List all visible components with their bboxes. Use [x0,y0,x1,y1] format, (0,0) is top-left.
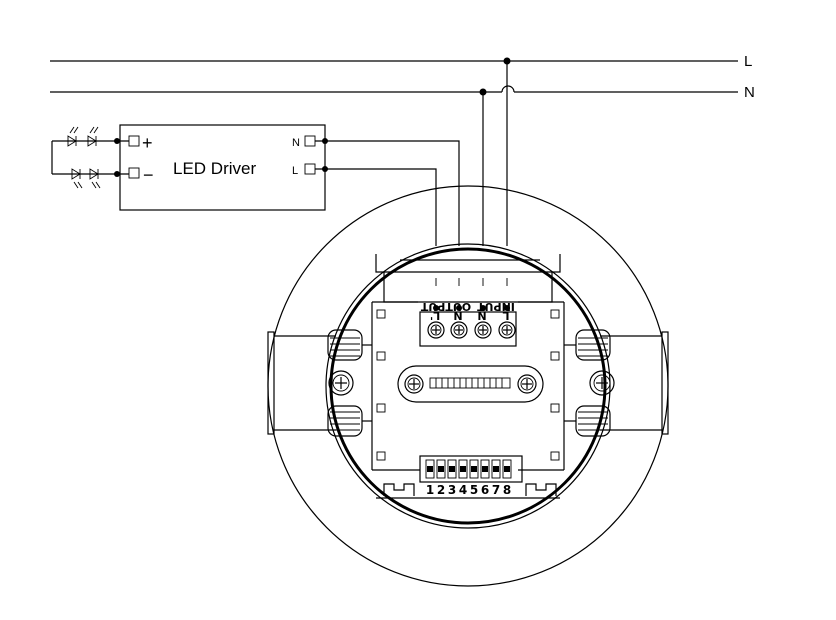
terminal-block [419,311,517,347]
dip-number: 6 [481,483,489,497]
driver-terminal-n [304,135,316,147]
terminal-screw-icon [498,321,516,339]
terminal-label-1: L' [430,309,440,322]
terminal-screw-icon [427,321,445,339]
terminal-screw-icon [474,321,492,339]
led-driver: LED Driver + − N L [119,124,326,211]
dip-number: 8 [503,483,511,497]
sensor-outer-ring [325,243,611,529]
mounting-screw-icon [589,370,615,396]
driver-label-l: L [292,165,298,177]
dip-number: 1 [426,483,434,497]
dip-number: 2 [437,483,445,497]
led-diode-icon [89,168,101,189]
bottom-feet [376,483,560,499]
driver-label-minus: − [143,165,154,185]
dip-number: 7 [492,483,500,497]
slot-screw-icon [517,374,537,394]
dip-number: 3 [448,483,456,497]
led-diode-icon [71,168,83,189]
led-string [51,126,129,189]
dip-number: 5 [470,483,478,497]
led-driver-title: LED Driver [173,159,256,178]
driver-label-plus: + [142,133,153,153]
driver-terminal-l [304,163,316,175]
terminal-label-4: L [502,309,509,322]
dip-number: 4 [459,483,467,497]
terminal-group-output: OUTPUT [420,300,471,313]
sensor-inner-ring [329,247,607,525]
wiring [315,57,511,246]
terminal-group-input: INPUT [477,300,515,313]
sensor-body: L' N N L OUTPUT INPUT [325,243,615,529]
mains-label-L: L [744,53,752,70]
spring-clip-right [564,329,669,437]
spring-clip-left [267,329,372,437]
slot-screw-icon [404,374,424,394]
terminal-screw-icon [450,321,468,339]
dip-switch [419,455,523,483]
led-diode-icon [87,126,99,147]
led-diode-icon [67,126,79,147]
driver-terminal-minus [128,167,140,179]
mains-label-N: N [744,84,755,101]
scale-ticks [435,378,503,388]
ceiling-cutout-circle [267,185,669,587]
mounting-screw-icon [328,370,354,396]
terminal-label-2: N [453,309,462,322]
driver-label-n: N [292,137,300,149]
adjustment-scale [429,377,511,389]
mains-line-N [50,85,738,93]
driver-terminal-plus [128,135,140,147]
terminal-label-3: N [477,309,486,322]
adjustment-slot [397,365,544,403]
